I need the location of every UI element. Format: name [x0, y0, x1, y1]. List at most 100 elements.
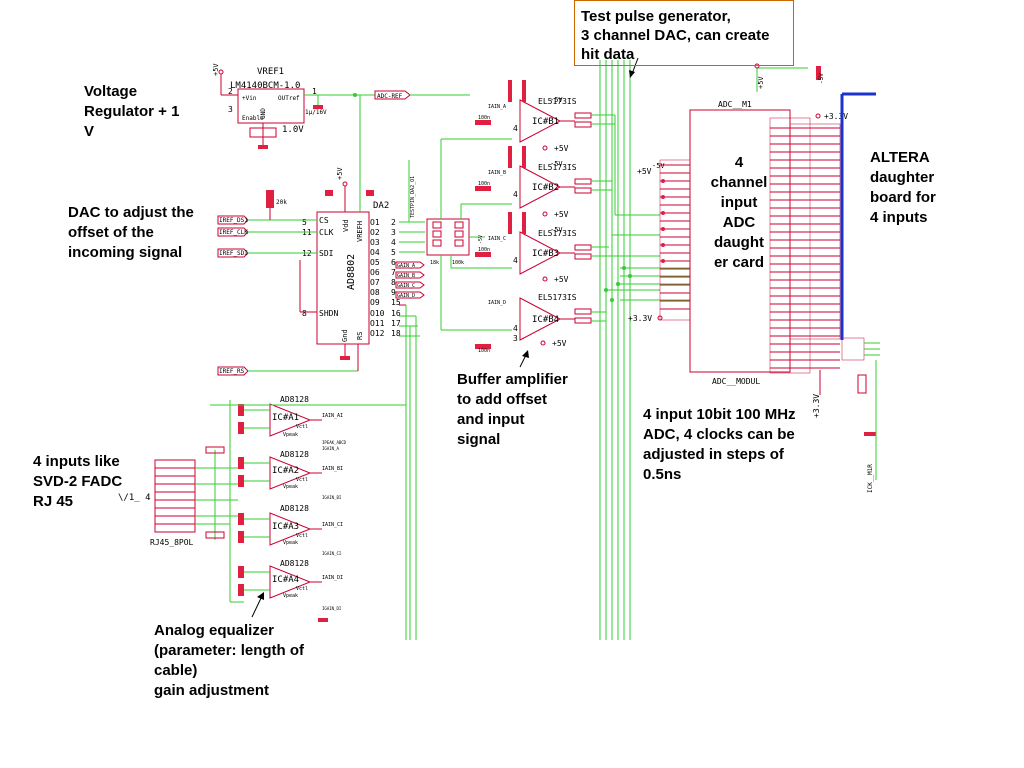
- svg-text:5: 5: [391, 248, 396, 257]
- dac-ref-label: DA2: [373, 201, 389, 211]
- eq-a2-net: IAIN_BI: [322, 466, 343, 472]
- equalizer-annotation: Analog equalizer (parameter: length of c…: [154, 622, 305, 699]
- res-100k-label: 100k: [452, 260, 464, 266]
- svg-text:Vpeak: Vpeak: [283, 593, 298, 599]
- svg-text:IGAIN_DI: IGAIN_DI: [322, 606, 342, 611]
- iref-rs-port: [217, 366, 249, 376]
- dac-output-labels: O1 O2 O3 O4 O5 O6 O7 O8 O9 O10 O11 O12: [370, 218, 385, 338]
- gain-a-net: GAIN_A: [397, 263, 415, 269]
- dac-pin-cs: CS: [319, 216, 329, 225]
- iref-rs-label: IREF_RS: [219, 368, 245, 375]
- resistor-network: 18k 100k -5V: [426, 138, 512, 331]
- buffer-amp-annotation: Buffer amplifier to add offset and input…: [457, 371, 568, 448]
- svg-text:3: 3: [391, 228, 396, 237]
- svg-text:2: 2: [228, 87, 233, 96]
- svg-text:O8: O8: [370, 288, 380, 297]
- test-pulse-annotation: Test pulse generator, 3 channel DAC, can…: [574, 0, 794, 66]
- svg-text:Vctl: Vctl: [296, 586, 308, 592]
- vref-pin-enable: Enable: [242, 115, 264, 122]
- rj45-side-label: \/1_ 4: [118, 493, 151, 503]
- svg-text:100n: 100n: [478, 348, 490, 354]
- svg-text:1: 1: [312, 87, 317, 96]
- equalizer-a1: AD8128 IC#A1 IAIN_AI Vctl Vpeak IPEAK_AB…: [238, 395, 347, 451]
- eq-a4-net: IAIN_DI: [322, 575, 343, 581]
- rj45-ref: RJ45_8POL: [150, 538, 194, 547]
- dac-pin-vdd: Vdd: [342, 219, 350, 232]
- svg-text:O11: O11: [370, 319, 385, 328]
- res-18k-label: 18k: [430, 260, 439, 266]
- buffer-amp-b2: IC#B2 EL5173IS IAIN_B -5V +5V 4 100n: [475, 146, 612, 219]
- rj45-connector: RJ45_8POL \/1_ 4: [118, 446, 238, 547]
- buffer-b4-ref: IC#B4: [532, 315, 559, 325]
- svg-text:2: 2: [391, 218, 396, 227]
- vref-pin-gnd: GND: [260, 108, 267, 119]
- testpin-net-label: TESTPIN_DA2_O1: [410, 176, 416, 218]
- vref-cap-label: 1µ/16V: [305, 109, 327, 116]
- svg-text:3: 3: [513, 334, 518, 343]
- buffer-b2-part: EL5173IS: [538, 163, 577, 172]
- dac-offset-annotation: DAC to adjust the offset of the incoming…: [68, 204, 194, 261]
- dac-part-label: AD8802: [346, 254, 357, 290]
- svg-text:-5V: -5V: [550, 96, 563, 104]
- eq-a4-ref: IC#A4: [272, 575, 299, 585]
- eq-a1-part: AD8128: [280, 395, 309, 404]
- iref-sdi-port: [217, 248, 249, 258]
- svg-text:100n: 100n: [478, 115, 490, 121]
- adc-top-label: ADC__M1: [718, 100, 752, 109]
- equalizer-a4: AD8128 IC#A4 IAIN_DI Vctl Vpeak IGAIN_DI: [238, 559, 343, 622]
- vref-pin-vin: +Vin: [242, 95, 257, 102]
- adc-ref-port: [374, 90, 411, 100]
- eq-a3-part: AD8128: [280, 504, 309, 513]
- inputs-annotation: 4 inputs like SVD-2 FADC RJ 45: [33, 453, 123, 510]
- gain-c-net: GAIN_C: [397, 283, 415, 289]
- buffer-b3-ref: IC#B3: [532, 249, 559, 259]
- minus5v-label: -5V: [478, 235, 484, 244]
- svg-text:-5V: -5V: [550, 160, 563, 168]
- svg-text:Vpeak: Vpeak: [283, 484, 298, 490]
- svg-text:17: 17: [391, 319, 401, 328]
- vref-pin-out: OUTref: [278, 95, 300, 102]
- adc-33v-right-label: +3.3V: [824, 112, 848, 121]
- eq-a1-net: IAIN_AI: [322, 413, 343, 419]
- svg-text:18: 18: [391, 329, 401, 338]
- voltage-regulator: VREF1 LM4140BCM-1.0 +Vin OUTref GND Enab…: [212, 63, 470, 149]
- gain-d-net: GAIN_D: [397, 293, 415, 299]
- svg-text:Vctl: Vctl: [296, 533, 308, 539]
- dac-pin-sdi: SDI: [319, 249, 334, 258]
- altera-connector: [840, 92, 876, 340]
- annotation-arrows: [251, 57, 639, 618]
- buffer-b1-net: IAIN_A: [488, 104, 506, 110]
- buffer-amp-b1: IC#B1 EL5173IS IAIN_A -5V +5V 4 100n: [475, 80, 615, 153]
- dac-pin-numbers: 2 3 4 5 6 7 8 9 15 16 17 18: [391, 218, 401, 338]
- vref-part-label: LM4140BCM-1.0: [230, 81, 300, 91]
- eq-a4-part: AD8128: [280, 559, 309, 568]
- svg-text:O1: O1: [370, 218, 380, 227]
- buffer-b1-part: EL5173IS: [538, 97, 577, 106]
- buffer-amp-b3: IC#B3 EL5173IS IAIN_C -5V +5V 4 100n: [475, 212, 609, 284]
- svg-text:IGAIN_CI: IGAIN_CI: [322, 551, 342, 556]
- svg-text:+5V: +5V: [554, 144, 569, 153]
- svg-text:8: 8: [391, 278, 396, 287]
- svg-text:100n: 100n: [478, 181, 490, 187]
- eq-a3-ref: IC#A3: [272, 522, 299, 532]
- buffer-b4-part: EL5173IS: [538, 293, 577, 302]
- dac-pin-clk: CLK: [319, 228, 334, 237]
- iref-clk-port: [217, 227, 249, 237]
- svg-text:Vctl: Vctl: [296, 477, 308, 483]
- eq-a2-ref: IC#A2: [272, 466, 299, 476]
- svg-text:-5V: -5V: [652, 162, 665, 170]
- dac-pin-shdn: SHDN: [319, 309, 338, 318]
- dac-chip: [316, 211, 370, 345]
- svg-text:4: 4: [513, 256, 518, 265]
- eq-a2-part: AD8128: [280, 450, 309, 459]
- adc-right-pins: [769, 117, 841, 374]
- iref-clk-label: IREF_CLK: [219, 229, 248, 236]
- svg-text:ICK__M1R: ICK__M1R: [867, 464, 874, 493]
- buffer-b3-part: EL5173IS: [538, 229, 577, 238]
- svg-text:O12: O12: [370, 329, 385, 338]
- adc-ref-net-label: ADC-REF: [377, 93, 403, 100]
- adc-spec-annotation: 4 input 10bit 100 MHz ADC, 4 clocks can …: [643, 406, 796, 483]
- buffer-b4-net: IAIN_D: [488, 300, 506, 306]
- voltage-regulator-annotation: Voltage Regulator + 1 V: [84, 83, 180, 140]
- svg-text:4: 4: [513, 124, 518, 133]
